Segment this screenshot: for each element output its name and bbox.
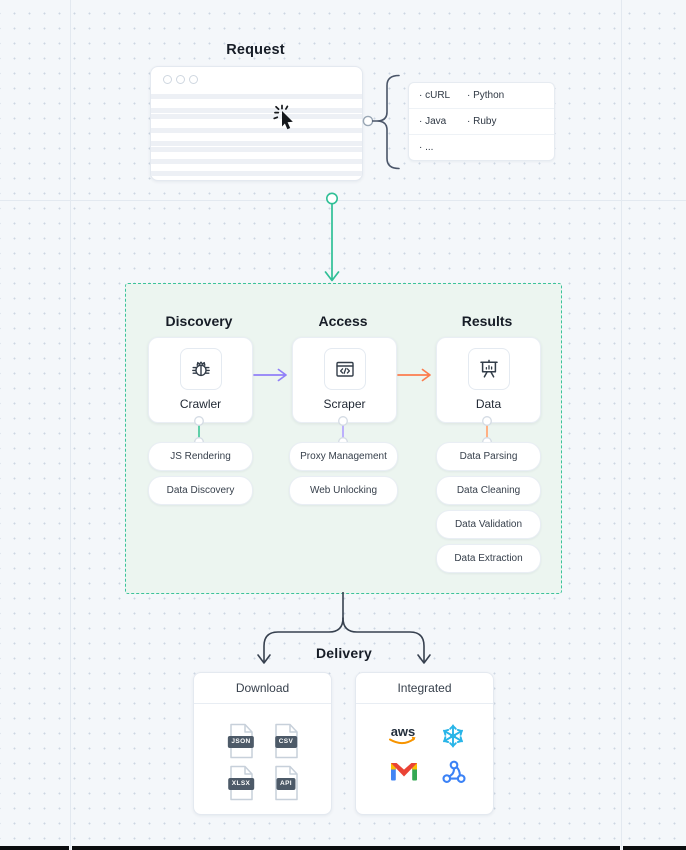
integrated-card-title: Integrated [356,673,493,704]
cursor-click-icon [273,104,293,130]
bottom-section-edge [0,846,69,850]
pill-js-rendering: JS Rendering [148,442,253,471]
text-placeholder-bar [151,141,362,146]
pipeline-to-delivery-split-arrows [257,592,431,664]
crawler-label: Crawler [179,397,222,411]
file-format-api: API [271,765,301,801]
text-placeholder-bar [151,146,362,152]
column-title-access: Access [318,313,368,329]
window-control-dot [176,75,185,84]
text-placeholder-bar [151,113,362,119]
pill-data-discovery: Data Discovery [148,476,253,505]
column-title-results: Results [461,313,513,329]
pill-data-extraction: Data Extraction [436,544,541,573]
window-control-dot [163,75,172,84]
file-format-json: JSON [226,723,256,759]
snowflake-logo [442,724,464,748]
aws-logo: aws [389,724,416,745]
bottom-section-edge [623,846,686,850]
webhook-logo [442,760,466,783]
column-title-discovery: Discovery [165,313,233,329]
languages-row: · Java · Ruby [409,108,554,134]
grid-line-vertical [70,0,71,850]
crawler-icon-box [179,348,222,390]
language-item: · ... [419,142,434,154]
download-card-title: Download [194,673,331,704]
curly-brace-connector [372,74,400,170]
text-placeholder-bar [151,94,362,99]
request-to-pipeline-arrow [324,192,340,282]
window-control-dot [189,75,198,84]
bottom-section-edge [72,846,620,850]
language-item: · Java [419,116,447,128]
browser-window [150,66,363,181]
grid-line-vertical [621,0,622,850]
crawler-card: Crawler [148,337,253,423]
gmail-logo [391,763,417,781]
pill-data-cleaning: Data Cleaning [436,476,541,505]
text-placeholder-bar [151,159,362,164]
data-card: Data [436,337,541,423]
window-controls [163,75,198,84]
pill-data-validation: Data Validation [436,510,541,539]
file-format-badge: API [276,778,296,790]
languages-row: · cURL · Python [409,83,554,108]
pill-proxy-management: Proxy Management [289,442,398,471]
data-icon-box [467,348,510,390]
scraper-icon-box [323,348,366,390]
file-format-csv: CSV [271,723,301,759]
file-format-badge: CSV [275,736,297,748]
data-label: Data [475,397,502,411]
presentation-chart-icon [479,359,498,378]
file-format-badge: JSON [227,736,255,748]
text-placeholder-bar [151,128,362,133]
request-section-title: Request [226,42,285,58]
discovery-to-access-arrow [253,368,287,382]
file-format-xlsx: XLSX [226,765,256,801]
languages-row: · ... [409,134,554,160]
download-card: Download JSON CSV XLSX [193,672,332,815]
languages-box: · cURL · Python · Java · Ruby · ... [408,82,555,161]
language-item: · Python [467,90,505,102]
scraper-card: Scraper [292,337,397,423]
integrated-card: Integrated aws [355,672,494,815]
delivery-section-title: Delivery [315,645,373,661]
svg-text:aws: aws [391,724,416,739]
language-item: · cURL [419,90,451,102]
text-placeholder-bar [151,171,362,176]
grid-line-horizontal [0,200,686,201]
code-window-icon [335,361,354,377]
language-item: · Ruby [467,116,497,128]
access-to-results-arrow [397,368,431,382]
pill-data-parsing: Data Parsing [436,442,541,471]
text-placeholder-bar [151,108,362,113]
bug-icon [191,361,210,377]
scraper-label: Scraper [323,397,366,411]
file-format-badge: XLSX [228,778,254,790]
pill-web-unlocking: Web Unlocking [289,476,398,505]
